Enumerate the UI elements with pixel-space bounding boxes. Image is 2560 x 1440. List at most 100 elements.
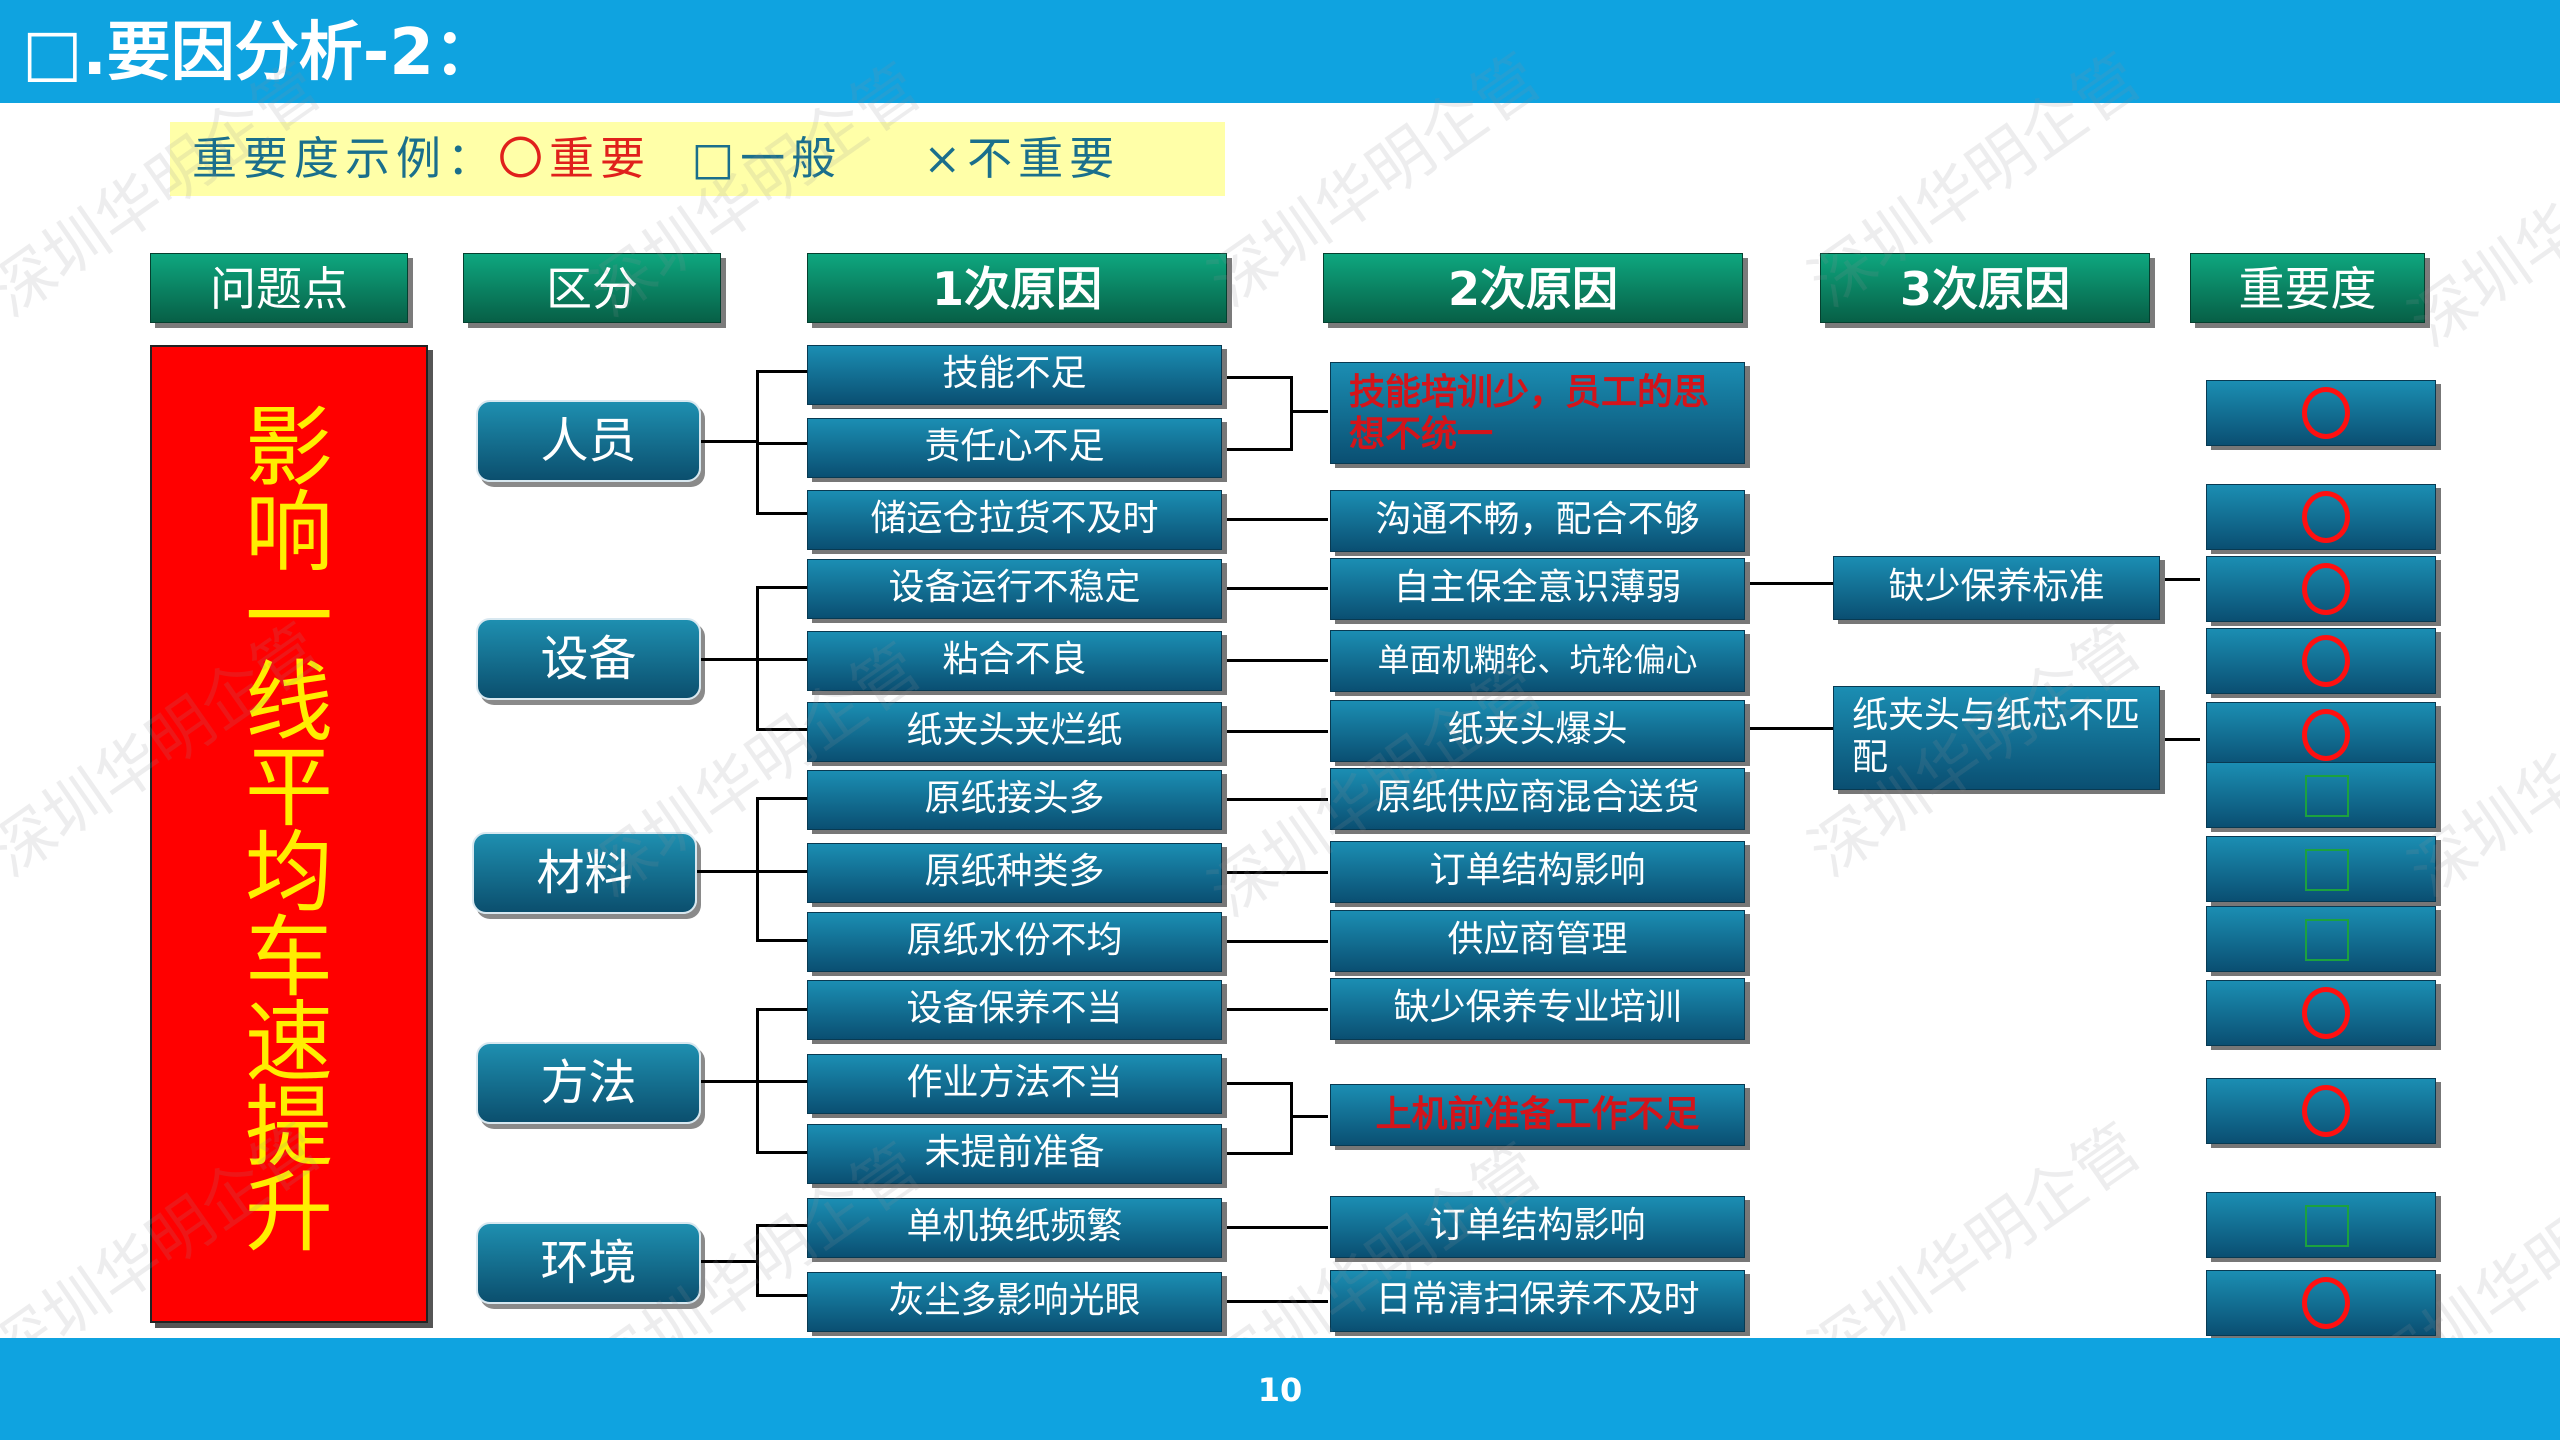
connector <box>756 586 808 589</box>
category-material: 材料 <box>472 832 697 914</box>
category-method: 方法 <box>476 1042 701 1124</box>
legend-important: 〇重要 <box>498 132 652 185</box>
connector <box>1222 1300 1328 1303</box>
header-importance: 重要度 <box>2190 253 2425 323</box>
problem-char: 车 <box>244 906 333 1009</box>
cause2-item: 订单结构影响 <box>1330 1196 1745 1258</box>
circle-icon <box>2302 635 2350 687</box>
cause3-item: 纸夹头与纸芯不匹配 <box>1833 686 2160 790</box>
page-title: □.要因分析-2： <box>22 16 498 90</box>
importance-cell <box>2206 762 2436 828</box>
connector <box>756 1080 808 1083</box>
cause2-item: 上机前准备工作不足 <box>1330 1084 1745 1146</box>
cause2-item: 日常清扫保养不及时 <box>1330 1270 1745 1332</box>
cause1-item: 责任心不足 <box>807 418 1222 478</box>
connector <box>756 1224 759 1296</box>
importance-cell <box>2206 628 2436 694</box>
connector <box>756 1008 808 1011</box>
connector <box>1290 410 1328 413</box>
header-category: 区分 <box>463 253 721 323</box>
importance-cell <box>2206 1192 2436 1258</box>
importance-cell <box>2206 906 2436 972</box>
connector <box>701 658 758 661</box>
cause1-item: 原纸接头多 <box>807 770 1222 830</box>
problem-char: 响 <box>244 481 333 584</box>
title-bar <box>0 0 2560 103</box>
cause2-item: 原纸供应商混合送货 <box>1330 768 1745 830</box>
connector <box>1222 587 1328 590</box>
cause1-item: 设备运行不稳定 <box>807 559 1222 619</box>
connector <box>701 440 758 443</box>
connector <box>1222 1082 1292 1085</box>
problem-box: 影 响 一 线 平 均 车 速 提 升 <box>150 345 428 1323</box>
category-environment: 环境 <box>476 1222 701 1304</box>
connector <box>1745 582 1833 585</box>
cause1-item: 原纸水份不均 <box>807 912 1222 972</box>
square-icon <box>2305 775 2349 817</box>
cause1-item: 单机换纸频繁 <box>807 1198 1222 1258</box>
page-number: 10 <box>1257 1371 1303 1409</box>
category-personnel: 人员 <box>476 400 701 482</box>
header-problem: 问题点 <box>150 253 408 323</box>
connector <box>1222 518 1328 521</box>
importance-cell <box>2206 980 2436 1046</box>
cause2-item: 供应商管理 <box>1330 910 1745 972</box>
cause1-item: 储运仓拉货不及时 <box>807 490 1222 550</box>
connector <box>1222 730 1328 733</box>
cause2-item: 纸夹头爆头 <box>1330 700 1745 762</box>
legend-unimportant: ×不重要 <box>923 132 1121 185</box>
importance-cell <box>2206 1078 2436 1144</box>
circle-icon <box>2302 709 2350 761</box>
cause2-item: 单面机糊轮、坑轮偏心 <box>1330 630 1745 692</box>
connector <box>756 797 759 941</box>
square-icon <box>2305 1205 2349 1247</box>
connector <box>756 1224 808 1227</box>
connector <box>1222 1008 1328 1011</box>
importance-cell <box>2206 836 2436 902</box>
legend-normal: □一般 <box>691 132 843 185</box>
square-icon <box>2305 919 2349 961</box>
connector <box>1222 376 1292 379</box>
cause2-item: 缺少保养专业培训 <box>1330 978 1745 1040</box>
cause1-item: 粘合不良 <box>807 631 1222 691</box>
problem-char: 提 <box>244 1076 333 1179</box>
connector <box>756 728 808 731</box>
footer-bar <box>0 1338 2560 1440</box>
problem-char: 升 <box>244 1161 333 1264</box>
problem-char: 一 <box>244 566 333 669</box>
connector <box>697 870 759 873</box>
connector <box>1222 871 1328 874</box>
connector <box>1290 1082 1293 1155</box>
cause1-item: 纸夹头夹烂纸 <box>807 702 1222 762</box>
connector <box>1222 1152 1292 1155</box>
importance-cell <box>2206 484 2436 550</box>
connector <box>756 1151 808 1154</box>
problem-char: 速 <box>244 991 333 1094</box>
connector <box>1290 1115 1328 1118</box>
importance-cell <box>2206 1270 2436 1336</box>
cause1-item: 设备保养不当 <box>807 980 1222 1040</box>
connector <box>2160 578 2200 581</box>
problem-char: 均 <box>244 821 333 924</box>
connector <box>1222 940 1328 943</box>
cause2-item: 自主保全意识薄弱 <box>1330 558 1745 620</box>
category-equipment: 设备 <box>476 618 701 700</box>
connector <box>756 1294 808 1297</box>
connector <box>756 370 808 373</box>
cause1-item: 作业方法不当 <box>807 1054 1222 1114</box>
cause2-item: 订单结构影响 <box>1330 841 1745 903</box>
connector <box>756 797 808 800</box>
connector <box>701 1260 758 1263</box>
cause2-item: 沟通不畅，配合不够 <box>1330 490 1745 552</box>
connector <box>1222 659 1328 662</box>
square-icon <box>2305 849 2349 891</box>
connector <box>1222 1226 1328 1229</box>
cause1-item: 灰尘多影响光眼 <box>807 1272 1222 1332</box>
problem-text: 影 响 一 线 平 均 车 速 提 升 <box>152 347 426 1264</box>
connector <box>1222 448 1292 451</box>
header-cause2: 2次原因 <box>1323 253 1743 323</box>
connector <box>756 658 808 661</box>
importance-cell <box>2206 556 2436 622</box>
cause2-item: 技能培训少，员工的思想不统一 <box>1330 362 1745 464</box>
problem-char: 影 <box>244 396 333 499</box>
